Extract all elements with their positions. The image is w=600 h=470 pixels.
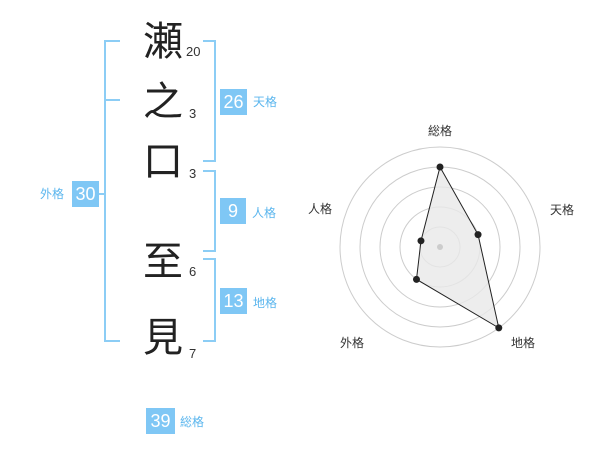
gaikaku-label: 外格 [40, 187, 65, 201]
soukaku-badge: 39 [146, 408, 175, 434]
gaikaku-badge: 30 [72, 181, 99, 207]
name-char-5: 見 [143, 315, 183, 361]
tenkaku-badge: 26 [220, 89, 247, 115]
jinkaku-badge: 9 [220, 198, 246, 224]
radar-label-soukaku: 総格 [428, 124, 453, 138]
radar-label-tenkaku: 天格 [550, 203, 575, 217]
jinkaku-label: 人格 [252, 206, 277, 220]
radar-point-5 [417, 237, 425, 245]
radar-point-4 [412, 275, 420, 283]
name-char-1: 瀬 [143, 19, 183, 65]
stroke-count-4: 6 [189, 264, 197, 279]
radar-label-gaikaku: 外格 [340, 336, 365, 350]
stroke-count-2: 3 [189, 106, 197, 121]
soukaku-label: 総格 [180, 415, 205, 429]
radar-label-chikaku: 地格 [511, 336, 536, 350]
gaikaku-bracket [104, 40, 120, 342]
gaikaku-bracket-tick [104, 99, 120, 101]
chikaku-badge: 13 [220, 288, 247, 314]
tenkaku-label: 天格 [253, 95, 278, 109]
name-char-4: 至 [143, 239, 183, 285]
chikaku-label: 地格 [253, 296, 278, 310]
stroke-count-3: 3 [189, 166, 197, 181]
name-char-3: 口 [143, 139, 183, 185]
stroke-count-5: 7 [189, 346, 197, 361]
radar-polygon [415, 165, 500, 329]
radar-center-dot [437, 244, 443, 250]
radar-point-3 [495, 324, 503, 332]
radar-label-jinkaku: 人格 [308, 202, 333, 216]
jinkaku-bracket [203, 170, 216, 252]
chikaku-bracket [203, 258, 216, 342]
radar-point-2 [474, 231, 482, 239]
name-char-2: 之 [143, 79, 183, 125]
radar-point-1 [436, 163, 444, 171]
radar-grid-ring [339, 146, 541, 348]
stroke-count-1: 20 [186, 44, 201, 59]
gaikaku-bracket-stem [99, 193, 106, 195]
tenkaku-bracket [203, 40, 216, 162]
